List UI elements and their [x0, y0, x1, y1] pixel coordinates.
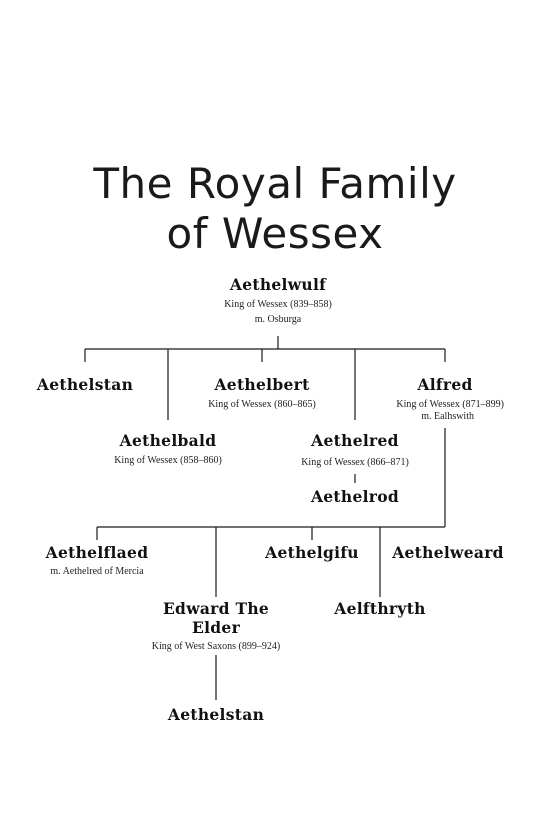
person-aethelstan-name: Aethelstan	[36, 375, 134, 394]
page-title-line-2: of Wessex	[166, 209, 384, 258]
person-aethelstan-grandson-name: Aethelstan	[167, 705, 265, 724]
person-aethelflaed-marriage: m. Aethelred of Mercia	[50, 566, 144, 577]
person-edward-name-line-2: Elder	[191, 618, 241, 637]
person-aethelwulf-marriage: m. Osburga	[254, 314, 302, 325]
person-alfred-title: King of Wessex (871–899)	[396, 399, 504, 410]
person-aethelred-name: Aethelred	[311, 431, 399, 450]
person-aethelweard-name: Aethelweard	[392, 543, 504, 562]
person-aethelbald-title: King of Wessex (858–860)	[114, 455, 222, 466]
person-aethelgifu-name: Aethelgifu	[265, 543, 359, 562]
page-title-line-1: The Royal Family	[93, 159, 457, 208]
person-aethelred-title: King of Wessex (866–871)	[301, 457, 409, 468]
person-aethelwulf-title: King of Wessex (839–858)	[224, 299, 332, 310]
person-aethelbert-title: King of Wessex (860–865)	[208, 399, 316, 410]
person-aethelrod-name: Aethelrod	[310, 487, 400, 506]
person-edward-title: King of West Saxons (899–924)	[151, 641, 281, 652]
person-alfred-name: Alfred	[417, 375, 473, 394]
person-aelfthryth-name: Aelfthryth	[334, 599, 426, 618]
person-aethelflaed-name: Aethelflaed	[45, 543, 149, 562]
person-edward-name-line-1: Edward The	[162, 599, 270, 618]
person-aethelbert-name: Aethelbert	[214, 375, 310, 394]
person-aethelwulf-name: Aethelwulf	[229, 275, 327, 294]
person-alfred-marriage: m. Ealhswith	[421, 411, 474, 422]
person-aethelbald-name: Aethelbald	[119, 431, 217, 450]
